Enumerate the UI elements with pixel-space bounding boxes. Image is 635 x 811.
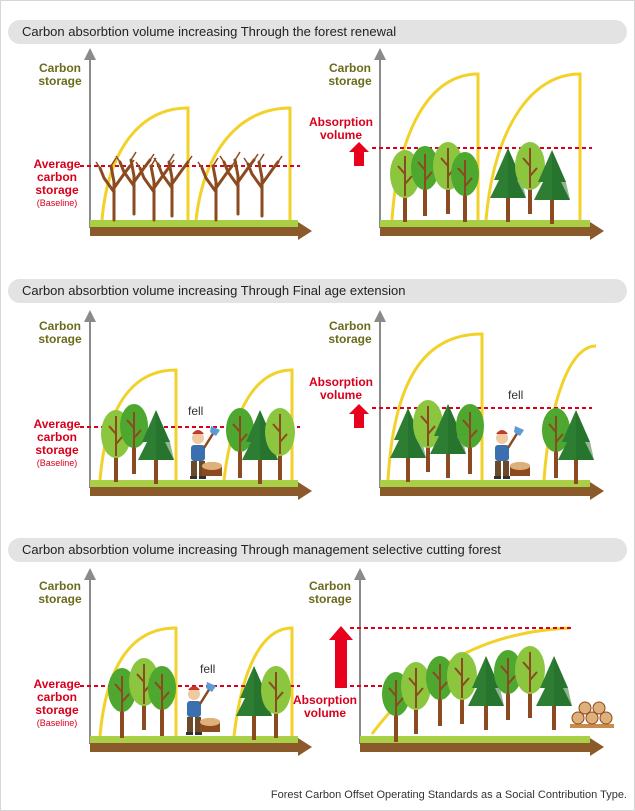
section-title-final-age-extension: Carbon absorbtion volume increasing Thro…	[8, 279, 627, 303]
label-line: storage	[35, 703, 79, 717]
label-line: carbon	[36, 690, 77, 704]
section2-right-panel	[349, 310, 604, 500]
label-line: Carbon	[329, 319, 371, 333]
section2-left-panel	[80, 310, 312, 500]
s2-left-fell-label: fell	[188, 404, 204, 418]
section1-right-panel	[349, 48, 604, 240]
s3-absorption-volume-label: Absorption volume	[290, 694, 360, 720]
section-title-selective-cutting: Carbon absorbtion volume increasing Thro…	[8, 538, 627, 562]
s3-left-carbon-storage-label: Carbon storage	[32, 580, 88, 606]
footnote: Forest Carbon Offset Operating Standards…	[270, 789, 627, 801]
label-line: Absorption	[293, 693, 357, 707]
s3-fell-label: fell	[200, 662, 216, 676]
label-line: volume	[303, 706, 346, 720]
label-line: carbon	[36, 170, 77, 184]
log-pile-icon	[570, 701, 614, 728]
s3-average-carbon-storage-label: Average carbon storage (Baseline)	[26, 678, 88, 730]
label-line: storage	[38, 332, 82, 346]
label-line: volume	[319, 128, 362, 142]
s2-right-fell-label: fell	[508, 388, 524, 402]
section3-left-panel	[80, 568, 312, 756]
label-line: storage	[35, 443, 79, 457]
s2-left-carbon-storage-label: Carbon storage	[32, 320, 88, 346]
label-line: Average	[33, 417, 81, 431]
label-line: volume	[319, 388, 362, 402]
label-line: Absorption	[309, 115, 373, 129]
baseline-label: (Baseline)	[36, 198, 78, 208]
s2-right-carbon-storage-label: Carbon storage	[322, 320, 378, 346]
label-line: storage	[328, 74, 372, 88]
label-line: storage	[35, 183, 79, 197]
baseline-label: (Baseline)	[36, 718, 78, 728]
label-line: storage	[308, 592, 352, 606]
s1-right-carbon-storage-label: Carbon storage	[322, 62, 378, 88]
s3-right-carbon-storage-label: Carbon storage	[302, 580, 358, 606]
s1-absorption-volume-label: Absorption volume	[306, 116, 376, 142]
label-line: storage	[328, 332, 372, 346]
label-line: Average	[33, 677, 81, 691]
label-line: Carbon	[309, 579, 351, 593]
label-line: Average	[33, 157, 81, 171]
s2-average-carbon-storage-label: Average carbon storage (Baseline)	[26, 418, 88, 470]
s2-absorption-volume-label: Absorption volume	[306, 376, 376, 402]
section3-right-panel	[329, 568, 614, 756]
section-title-forest-renewal: Carbon absorbtion volume increasing Thro…	[8, 20, 627, 44]
s1-left-carbon-storage-label: Carbon storage	[32, 62, 88, 88]
s1-average-carbon-storage-label: Average carbon storage (Baseline)	[26, 158, 88, 210]
baseline-label: (Baseline)	[36, 458, 78, 468]
label-line: Absorption	[309, 375, 373, 389]
label-line: Carbon	[39, 61, 81, 75]
label-line: Carbon	[329, 61, 371, 75]
label-line: carbon	[36, 430, 77, 444]
label-line: Carbon	[39, 579, 81, 593]
label-line: storage	[38, 74, 82, 88]
label-line: Carbon	[39, 319, 81, 333]
section1-left-panel	[80, 48, 312, 240]
label-line: storage	[38, 592, 82, 606]
